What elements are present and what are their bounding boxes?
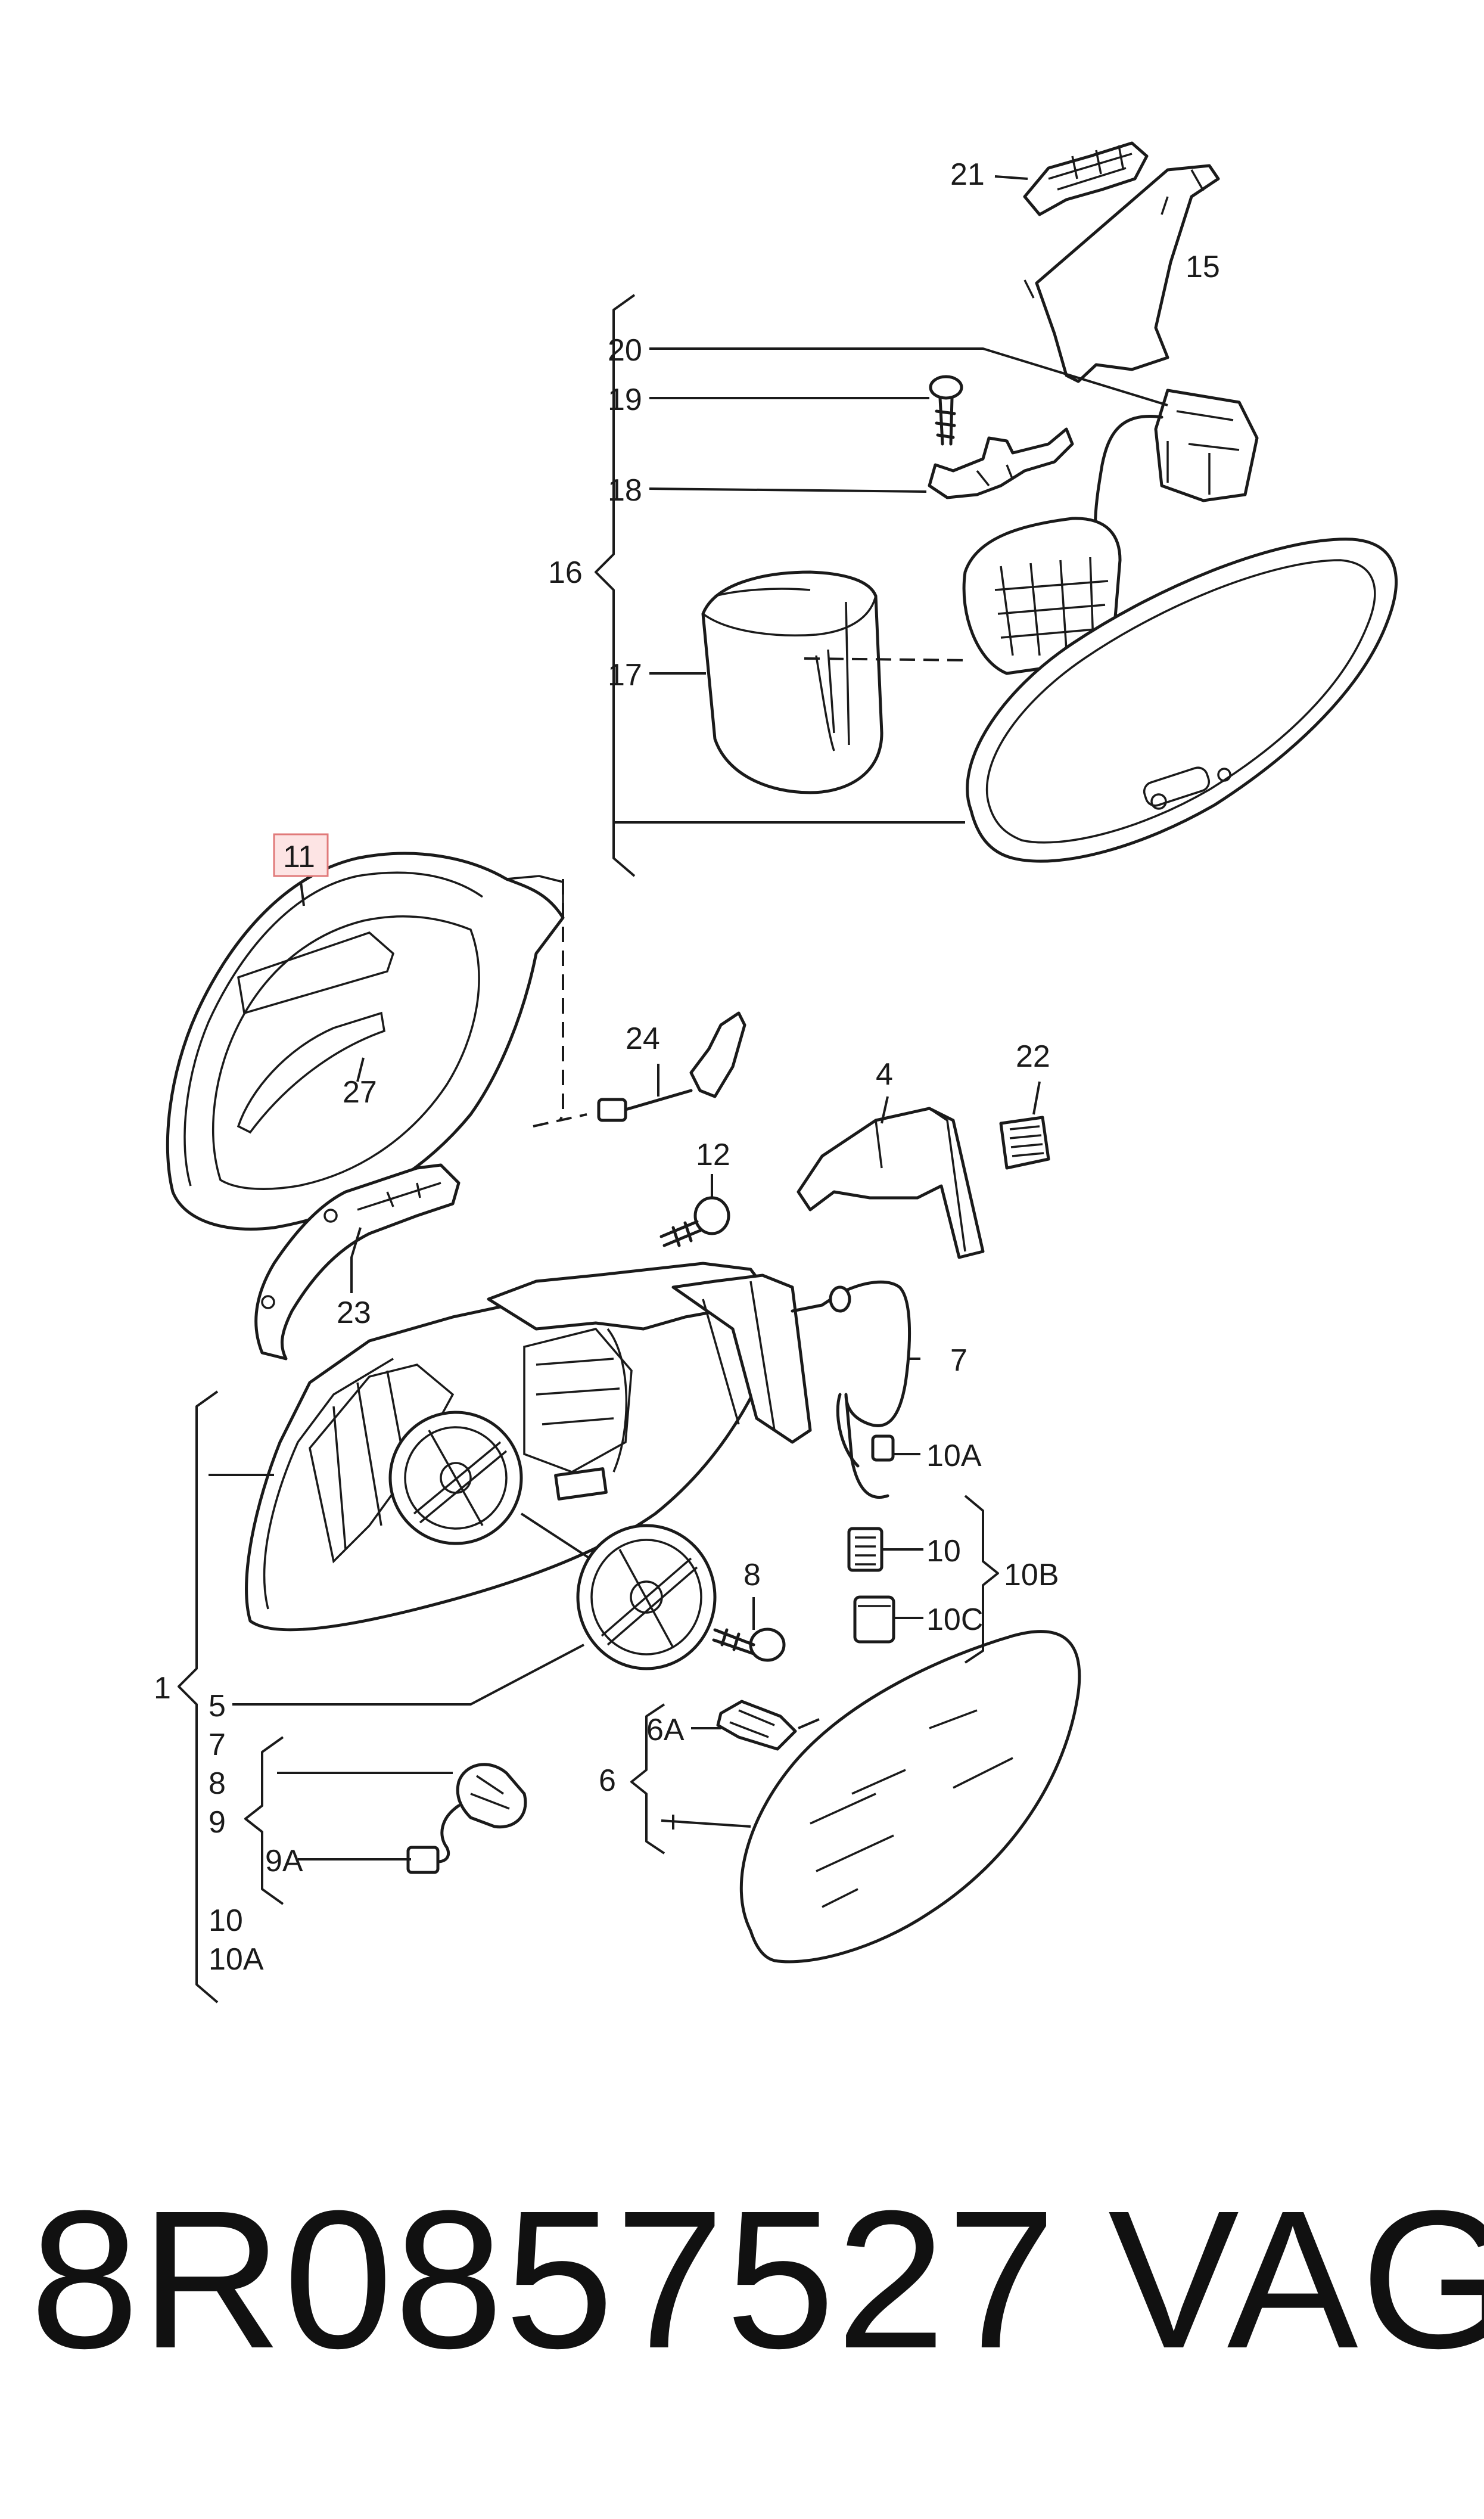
callout-8-right: 8 — [743, 1558, 761, 1592]
part-6-mirror-glass — [739, 1630, 1081, 1964]
brand-name: VAG — [1108, 2169, 1484, 2389]
callout-16: 16 — [548, 555, 583, 590]
part-18-bracket — [928, 427, 1074, 499]
part-1-mirror-housing — [245, 1262, 812, 1632]
part-7-cable — [791, 1280, 911, 1499]
brace-9 — [244, 1736, 284, 1905]
part-15-cover — [1023, 164, 1220, 383]
part-6a-connector — [716, 1700, 797, 1751]
callout-6: 6 — [599, 1763, 616, 1798]
callout-18: 18 — [608, 473, 642, 508]
brace-6 — [630, 1703, 665, 1855]
part-footer: 8R0857527 VAG — [30, 2169, 1484, 2396]
brace-16 — [595, 294, 636, 877]
callout-6a: 6A — [646, 1713, 685, 1747]
part-9-switch — [406, 1763, 527, 1874]
part-12-screw — [659, 1196, 730, 1247]
part-21-clip — [1023, 141, 1149, 216]
callout-9a: 9A — [265, 1844, 303, 1878]
part-23-bracket — [254, 1163, 461, 1361]
callout-10a-right: 10A — [926, 1439, 982, 1473]
callout-23: 23 — [337, 1296, 371, 1330]
part-8-screw — [712, 1627, 786, 1662]
brace-10b — [964, 1495, 999, 1664]
callout-20: 20 — [608, 333, 642, 368]
callout-11-highlight — [273, 833, 329, 877]
brace-1 — [178, 1390, 219, 2004]
part-16-base — [962, 517, 1122, 675]
callout-10-right: 10 — [926, 1534, 961, 1568]
part-5-adjustment-disc — [576, 1524, 717, 1670]
part-4-cover — [797, 1107, 985, 1259]
callout-11: 11 — [283, 840, 315, 874]
callout-10a-left: 10A — [209, 1942, 264, 1977]
callout-7: 7 — [950, 1343, 967, 1378]
callout-22: 22 — [1016, 1039, 1050, 1074]
callout-10b: 10B — [1004, 1558, 1059, 1592]
callout-17: 17 — [608, 658, 642, 692]
callout-7-left: 7 — [209, 1728, 226, 1762]
part-17-shell — [701, 570, 883, 794]
callout-24: 24 — [626, 1021, 660, 1056]
part-16-oval-body — [966, 538, 1398, 863]
part-11-mirror-cap — [166, 852, 565, 1231]
part-20-connector — [1093, 389, 1259, 574]
callout-10c: 10C — [926, 1602, 983, 1637]
callout-8-left: 8 — [209, 1766, 226, 1801]
callout-21: 21 — [950, 157, 985, 192]
part-22-connector — [999, 1116, 1050, 1170]
part-19-screw — [929, 375, 963, 446]
part-10c-connector — [853, 1595, 895, 1644]
callout-1: 1 — [154, 1671, 171, 1706]
callout-12: 12 — [696, 1138, 730, 1172]
part-number: 8R0857527 — [30, 2169, 1057, 2389]
callout-15: 15 — [1186, 250, 1220, 284]
callout-4: 4 — [876, 1057, 893, 1092]
callout-5: 5 — [209, 1689, 226, 1723]
callout-19: 19 — [608, 383, 642, 417]
part-24-stalk — [597, 1011, 746, 1122]
callout-9: 9 — [209, 1805, 226, 1840]
callout-10-left: 10 — [209, 1903, 243, 1938]
callout-27: 27 — [343, 1075, 377, 1110]
part-10-connector — [847, 1527, 883, 1572]
